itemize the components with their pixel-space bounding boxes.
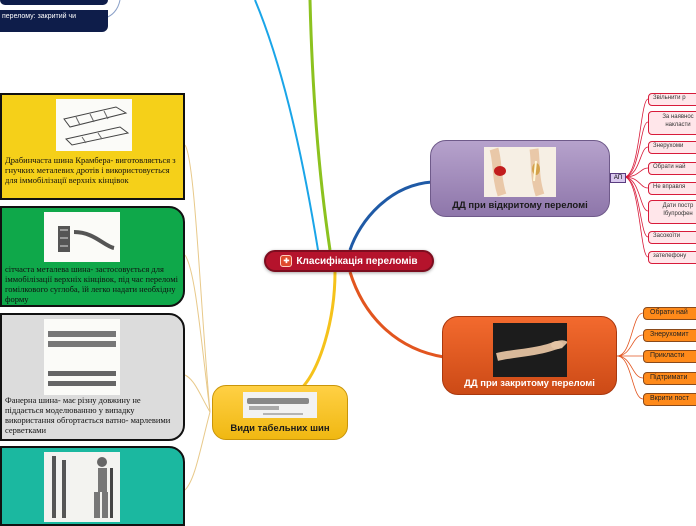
plywood-splint-card[interactable]: Фанерна шина- має різну довжину не підда… — [0, 313, 185, 441]
closed-item[interactable]: Підтримати — [643, 372, 696, 385]
splints-node[interactable]: Види табельних шин — [212, 385, 348, 440]
mindmap-icon: ✚ — [280, 255, 293, 267]
splint-image — [243, 392, 317, 418]
mesh-splint-text: сітчаста металева шина- застосовується д… — [5, 264, 178, 304]
mesh-splint-card[interactable]: сітчаста металева шина- застосовується д… — [0, 206, 185, 307]
plywood-splint-text: Фанерна шина- має різну довжину не підда… — [5, 395, 171, 435]
top-note[interactable]: перелому: закритий чи — [0, 10, 108, 32]
open-item[interactable]: Знерухоми — [648, 141, 696, 154]
closed-item[interactable]: Вкрити пост — [643, 393, 696, 406]
dieterichs-splint-card[interactable] — [0, 446, 185, 526]
ap-connector-badge[interactable]: АП — [610, 173, 626, 183]
central-topic-label: Класифікація переломів — [296, 255, 418, 267]
closed-item[interactable]: Прикласти — [643, 350, 696, 363]
open-fracture-label: ДД при відкритому переломі — [452, 200, 588, 211]
open-item[interactable]: Дати постр Ібупрофен — [648, 200, 696, 224]
kramer-splint-image — [56, 99, 132, 151]
plywood-splint-image — [44, 319, 120, 395]
closed-item[interactable]: Знерухомит — [643, 329, 696, 342]
mesh-splint-image — [44, 212, 120, 262]
top-note-bar — [0, 0, 108, 5]
open-item[interactable]: Не вправля — [648, 182, 696, 195]
open-item[interactable]: Звільнити р — [648, 93, 696, 106]
dieterichs-splint-image — [44, 452, 120, 522]
closed-fracture-node[interactable]: ДД при закритому переломі — [442, 316, 617, 395]
kramer-splint-card[interactable]: Драбинчаста шина Крамбера- виготовляєтьс… — [0, 93, 185, 200]
kramer-splint-text: Драбинчаста шина Крамбера- виготовляєтьс… — [5, 155, 176, 185]
open-item[interactable]: зателефону — [648, 251, 696, 264]
open-fracture-leg-image — [484, 147, 556, 197]
closed-item[interactable]: Обрати най — [643, 307, 696, 320]
open-item[interactable]: Засокоїти — [648, 231, 696, 244]
open-fracture-node[interactable]: ДД при відкритому переломі — [430, 140, 610, 217]
open-item[interactable]: Обрати най — [648, 162, 696, 175]
closed-fracture-arm-image — [492, 323, 567, 377]
closed-fracture-label: ДД при закритому переломі — [464, 378, 595, 389]
open-item[interactable]: За наявнос накласти — [648, 111, 696, 135]
splints-label: Види табельних шин — [230, 423, 330, 434]
central-topic[interactable]: ✚ Класифікація переломів — [264, 250, 434, 272]
